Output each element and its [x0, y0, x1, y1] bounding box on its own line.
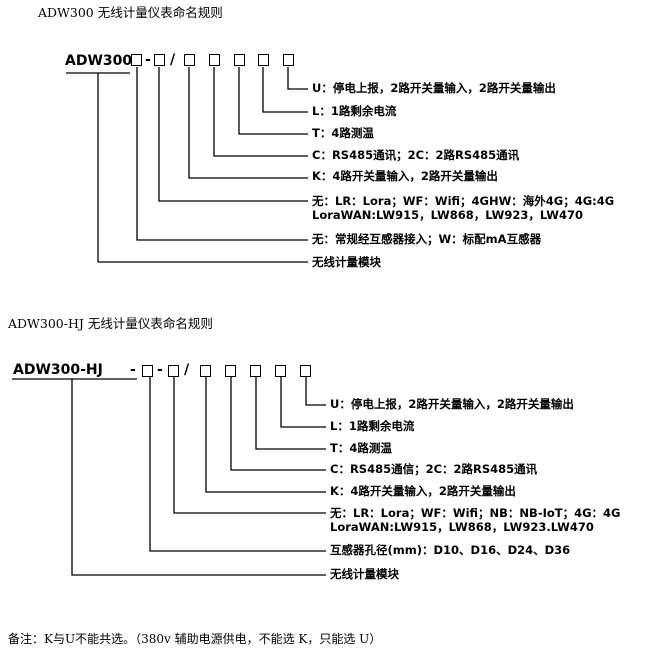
diagram1-label-u: U：停电上报，2路开关量输入，2路开关量输出	[312, 81, 556, 95]
diagram1-connector-comm	[158, 67, 308, 202]
diagram2-option-box-4	[225, 365, 236, 377]
diagram1-connector-module	[97, 73, 308, 263]
diagram1-option-box-6	[258, 54, 269, 66]
diagram1-model-code: ADW300	[65, 53, 133, 69]
diagram2-label-c: C：RS485通信；2C：2路RS485通讯	[330, 462, 538, 476]
diagram1-label-ct: 无：常规经互感器接入；W：标配mA互感器	[312, 232, 542, 246]
diagram2-option-box-2	[168, 365, 179, 377]
diagram2-model-code: ADW300-HJ	[13, 362, 103, 378]
diagram2-title: ADW300-HJ 无线计量仪表命名规则	[8, 316, 213, 331]
diagram1-label-k: K：4路开关量输入，2路开关量输出	[312, 169, 498, 183]
diagram2-dash-1: -	[130, 362, 136, 378]
diagram2-slash: /	[184, 362, 190, 378]
diagram1-connector-k	[188, 67, 308, 179]
diagram1-label-module: 无线计量模块	[312, 255, 381, 269]
diagram1-dash: -	[145, 52, 151, 68]
footnote: 备注：K与U不能共选。（380v 辅助电源供电，不能选 K，只能选 U）	[8, 632, 382, 646]
diagram2-connector-ct	[149, 377, 326, 552]
diagram2-connector-l	[280, 377, 326, 428]
diagram1-option-box-3	[184, 54, 195, 66]
diagram2-connector-u	[305, 377, 326, 406]
diagram1-option-box-7	[283, 54, 294, 66]
diagram1-connector-u	[287, 67, 308, 90]
diagram2-label-k: K：4路开关量输入，2路开关量输出	[330, 484, 516, 498]
diagram1-connector-t	[238, 67, 308, 135]
diagram2-option-box-1	[142, 365, 153, 377]
diagram2-option-box-7	[300, 365, 311, 377]
diagram1-label-lorawan: LoraWAN:LW915，LW868，LW923，LW470	[312, 208, 583, 222]
diagram1-title: ADW300 无线计量仪表命名规则	[38, 5, 223, 20]
diagram1-option-box-2	[154, 54, 165, 66]
diagram1-label-c: C：RS485通讯；2C：2路RS485通讯	[312, 148, 520, 162]
diagram1-slash: /	[170, 52, 176, 68]
diagram2-option-box-6	[275, 365, 286, 377]
diagram1-option-box-4	[209, 54, 220, 66]
diagram2-label-comm: 无：LR：Lora；WF：Wifi；NB：NB-IoT；4G：4G	[330, 506, 621, 520]
diagram2-label-lorawan: LoraWAN:LW915，LW868，LW923.LW470	[330, 520, 594, 534]
diagram2-connector-t	[255, 377, 326, 450]
diagram2-option-box-5	[250, 365, 261, 377]
diagram1-label-t: T：4路测温	[312, 126, 374, 140]
diagram1-connector-ct	[136, 67, 308, 241]
diagram2-option-box-3	[200, 365, 211, 377]
diagram1-option-box-1	[131, 54, 142, 66]
diagram2-dash-2: -	[157, 362, 163, 378]
diagram2-label-u: U：停电上报，2路开关量输入，2路开关量输出	[330, 397, 574, 411]
diagram2-label-t: T：4路测温	[330, 441, 392, 455]
diagram1-connector-l	[262, 67, 308, 113]
diagram1-connector-c	[213, 67, 308, 157]
diagram2-connector-module	[71, 379, 326, 576]
diagram2-connector-c	[230, 377, 326, 471]
diagram1-label-comm: 无：LR：Lora；WF：Wifi；4GHW：海外4G；4G:4G	[312, 194, 615, 208]
diagram2-connector-k	[205, 377, 326, 493]
diagram2-label-ct: 互感器孔径(mm)：D10、D16、D24、D36	[330, 543, 571, 557]
diagram2-connector-comm	[173, 377, 326, 514]
diagram2-label-l: L：1路剩余电流	[330, 419, 415, 433]
diagram2-label-module: 无线计量模块	[330, 567, 399, 581]
diagram1-label-l: L：1路剩余电流	[312, 104, 397, 118]
diagram1-option-box-5	[234, 54, 245, 66]
